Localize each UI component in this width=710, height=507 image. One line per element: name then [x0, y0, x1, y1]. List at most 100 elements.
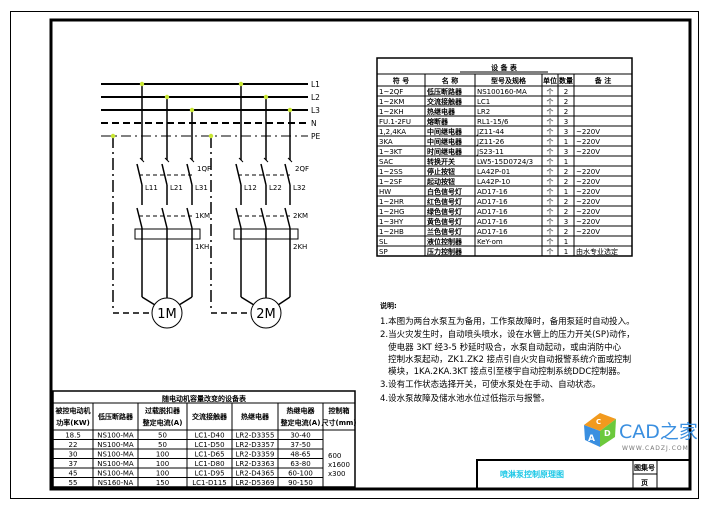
- column-header: 型号及规格: [491, 76, 527, 85]
- column-header: 控制箱: [329, 406, 350, 415]
- table-cell: 50: [158, 441, 167, 449]
- breaker-x-mark: [164, 157, 170, 163]
- table-cell: SAC: [379, 158, 393, 166]
- breaker-label: L32: [293, 184, 306, 192]
- table-cell: 个: [547, 108, 554, 116]
- bus-label-L1: L1: [311, 80, 320, 89]
- table-cell: 个: [547, 168, 554, 176]
- table-cell: 3: [564, 148, 568, 156]
- note-line: 4.设水泵故障及储水池水位过低指示与报警。: [380, 393, 550, 404]
- table-cell: 兰色信号灯: [427, 227, 462, 236]
- table-cell: 37: [69, 460, 78, 468]
- table-cell: LR2-D3357: [236, 441, 275, 449]
- table-cell: 绿色信号灯: [427, 207, 462, 216]
- table-cell: NS160-NA: [98, 479, 134, 487]
- table-cell: LC1-D50: [194, 441, 224, 449]
- table-cell: 红色信号灯: [427, 197, 462, 206]
- table-cell: 个: [547, 98, 554, 106]
- table-cell: JS23-11: [476, 148, 504, 156]
- table-cell: 黄色信号灯: [427, 217, 462, 226]
- junction-dot: [263, 94, 269, 100]
- table-cell: 1~3KT: [379, 148, 403, 156]
- column-header: 备 注: [594, 76, 611, 85]
- table-cell: 100: [156, 470, 169, 478]
- control-box-size: 600: [328, 452, 341, 460]
- junction-dot: [208, 133, 214, 139]
- table-cell: ~220V: [576, 178, 600, 186]
- column-header: 交流接触器: [192, 412, 228, 421]
- table-cell: 个: [547, 88, 554, 96]
- table-cell: LC1-D80: [194, 460, 224, 468]
- table-cell: ~220V: [576, 188, 600, 196]
- table-cell: 45: [69, 470, 78, 478]
- inner-frame: [49, 18, 692, 491]
- column-header: 被控电动机: [56, 406, 91, 415]
- table-cell: LR2-D3359: [236, 451, 275, 459]
- motor-label: 2M: [256, 307, 276, 322]
- table-cell: AD17-16: [477, 198, 508, 206]
- table-cell: 起动按钮: [426, 177, 455, 186]
- table-cell: 个: [547, 188, 554, 196]
- table-cell: 1~2SS: [379, 168, 403, 176]
- thermal-relay-label: 1KH: [195, 243, 209, 251]
- table-title: 设 备 表: [491, 63, 518, 72]
- table-border: [376, 57, 633, 257]
- table-cell: 1~2HG: [379, 208, 404, 216]
- table-cell: 2: [564, 208, 568, 216]
- title-block: 喷淋泵控制原理图 图集号 页: [476, 459, 691, 490]
- table-cell: 1~3HY: [379, 218, 404, 226]
- table-cell: 90-150: [288, 479, 313, 487]
- table-cell: 1: [564, 158, 568, 166]
- control-box-size: x300: [328, 470, 346, 478]
- table-cell: 100: [156, 451, 169, 459]
- breaker-x-mark: [189, 157, 195, 163]
- table-cell: LC1-D115: [192, 479, 227, 487]
- table-cell: 30-40: [290, 432, 310, 440]
- logo-text: CAD之家: [619, 421, 698, 443]
- bus-bars: [101, 83, 308, 137]
- table-cell: FU.1-2FU: [379, 118, 411, 126]
- table-cell: 个: [547, 158, 554, 166]
- table-cell: 1: [564, 138, 568, 146]
- breaker-contact: [260, 163, 267, 186]
- breaker-x-mark: [139, 157, 145, 163]
- junction-dot: [110, 133, 116, 139]
- note-line: 使电器 3KT 经3-5 秒延时吸合，水泵自动起动，或由消防中心: [380, 342, 622, 353]
- table-cell: 个: [547, 248, 554, 256]
- table-cell: LR2-D4365: [236, 470, 275, 478]
- table-cell: 个: [547, 148, 554, 156]
- table-cell: 由水专业选定: [576, 247, 618, 256]
- table-cell: LW5-15D0724/3: [477, 158, 533, 166]
- drawing-title: 喷淋泵控制原理图: [500, 469, 564, 479]
- motor-lead: [277, 296, 291, 306]
- breaker-label: L31: [195, 184, 208, 192]
- table-cell: AD17-16: [477, 208, 508, 216]
- table-cell: AD17-16: [477, 188, 508, 196]
- table-cell: LR2-D5369: [236, 479, 275, 487]
- table-cell: ~220V: [576, 138, 600, 146]
- table-cell: 22: [69, 441, 78, 449]
- table-cell: 100: [156, 460, 169, 468]
- notes: 说明: 1.本图为两台水泵互为备用，工作泵故障时，备用泵延时自动投入。 2.当火…: [380, 301, 635, 404]
- table-title: 随电动机容量改变的设备表: [162, 394, 247, 403]
- table-cell: 2: [564, 108, 568, 116]
- contactor-contact: [186, 207, 193, 229]
- table-cell: RL1-15/6: [477, 118, 509, 126]
- table-cell: 30: [69, 451, 78, 459]
- table-cell: LC1-D95: [194, 470, 224, 478]
- breaker-label: L22: [269, 184, 282, 192]
- table-cell: 18.5: [65, 432, 81, 440]
- table-cell: 白色信号灯: [427, 187, 462, 196]
- motor-lead: [240, 296, 255, 306]
- table-cell: 50: [158, 432, 167, 440]
- contactor-contact: [235, 207, 242, 229]
- outer-frame: [10, 11, 699, 499]
- logo-url: WWW.CADZJ.COM: [622, 445, 689, 452]
- table-cell: 2: [564, 198, 568, 206]
- motor-circuit: [210, 84, 299, 329]
- table-cell: 个: [547, 218, 554, 226]
- bus-label-PE: PE: [311, 132, 321, 141]
- contactor-contact: [161, 207, 168, 229]
- bus-label-L2: L2: [311, 93, 320, 102]
